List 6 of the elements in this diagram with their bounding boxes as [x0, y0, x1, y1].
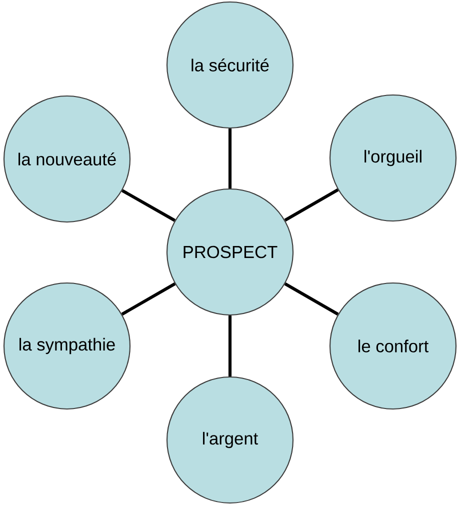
connector-line: [284, 282, 339, 316]
connector-line: [121, 282, 176, 316]
connector-line: [121, 189, 176, 222]
connector-line: [228, 316, 232, 376]
connector-line: [228, 128, 232, 188]
connector-line: [284, 188, 339, 222]
